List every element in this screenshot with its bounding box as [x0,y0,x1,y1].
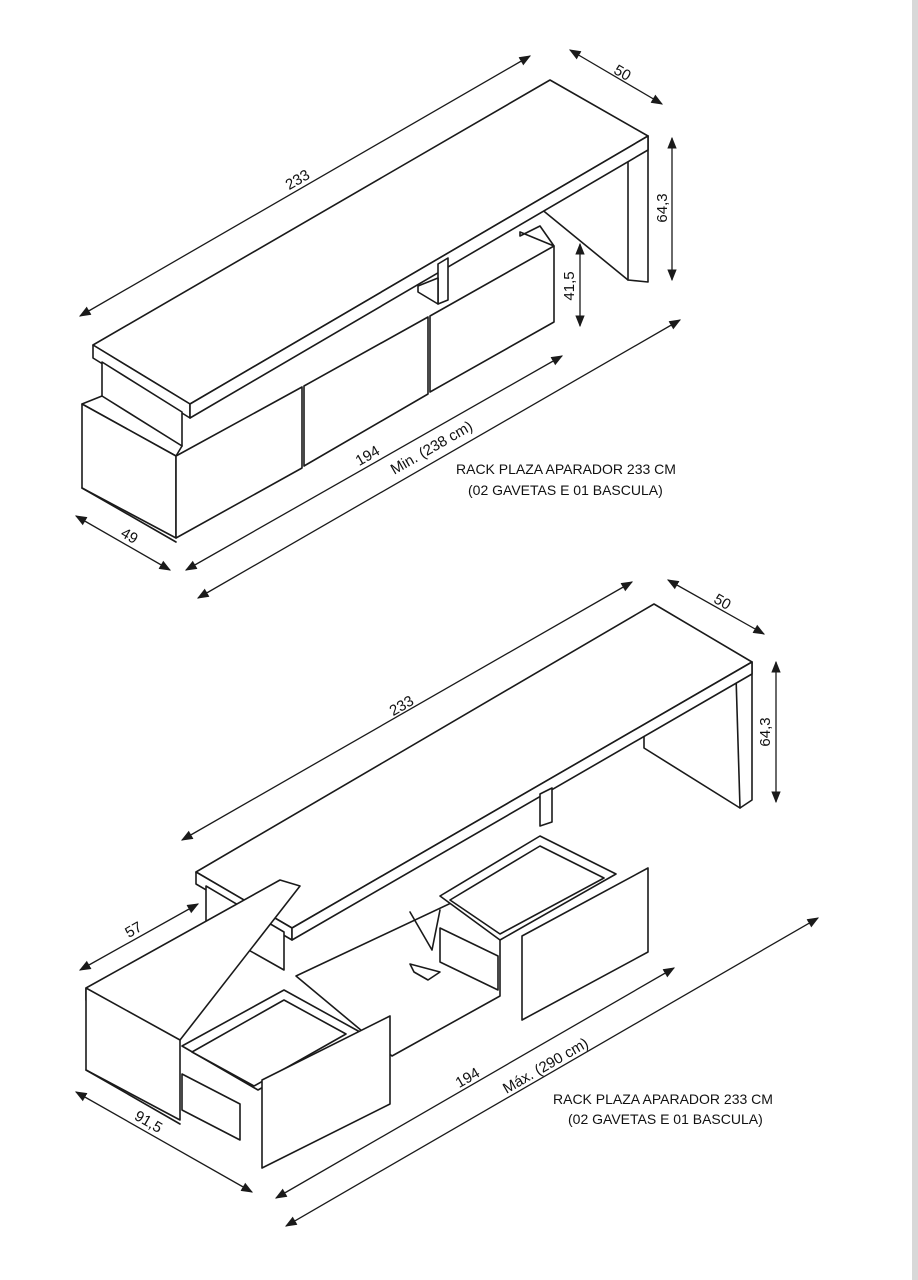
dim-height-label: 64,3 [654,193,671,222]
dim-length-label: 233 [387,692,417,719]
dim-base-length-label: 194 [353,442,383,469]
dim-base-length-label: 194 [453,1064,483,1091]
base-back-top [519,225,555,247]
caption-line-1: RACK PLAZA APARADOR 233 CM [456,461,676,477]
dim-open-depth-label: 57 [122,919,145,942]
dim-length-label: 233 [283,166,313,193]
dim-depth-label: 50 [711,591,734,614]
rack-closed-view: 233 50 64,3 41,5 49 194 Min. (238 cm) RA… [74,49,682,599]
dim-base-depth-label: 49 [118,525,141,548]
dim-inner-height-label: 41,5 [561,271,578,300]
dim-depth-label: 50 [611,62,634,85]
inner-column [437,257,449,305]
page-edge [912,0,918,1280]
left-drawer-side [181,1073,241,1141]
inner-column [539,787,553,827]
dim-height-label: 64,3 [757,717,774,746]
caption-line-2: (02 GAVETAS E 01 BASCULA) [468,482,663,498]
dim-total-label: Máx. (290 cm) [500,1035,592,1098]
rack-open-view: 233 50 64,3 57 91,5 194 Máx. (290 cm) RA… [74,579,820,1227]
caption-line-2: (02 GAVETAS E 01 BASCULA) [568,1111,763,1127]
caption-line-1: RACK PLAZA APARADOR 233 CM [553,1091,773,1107]
